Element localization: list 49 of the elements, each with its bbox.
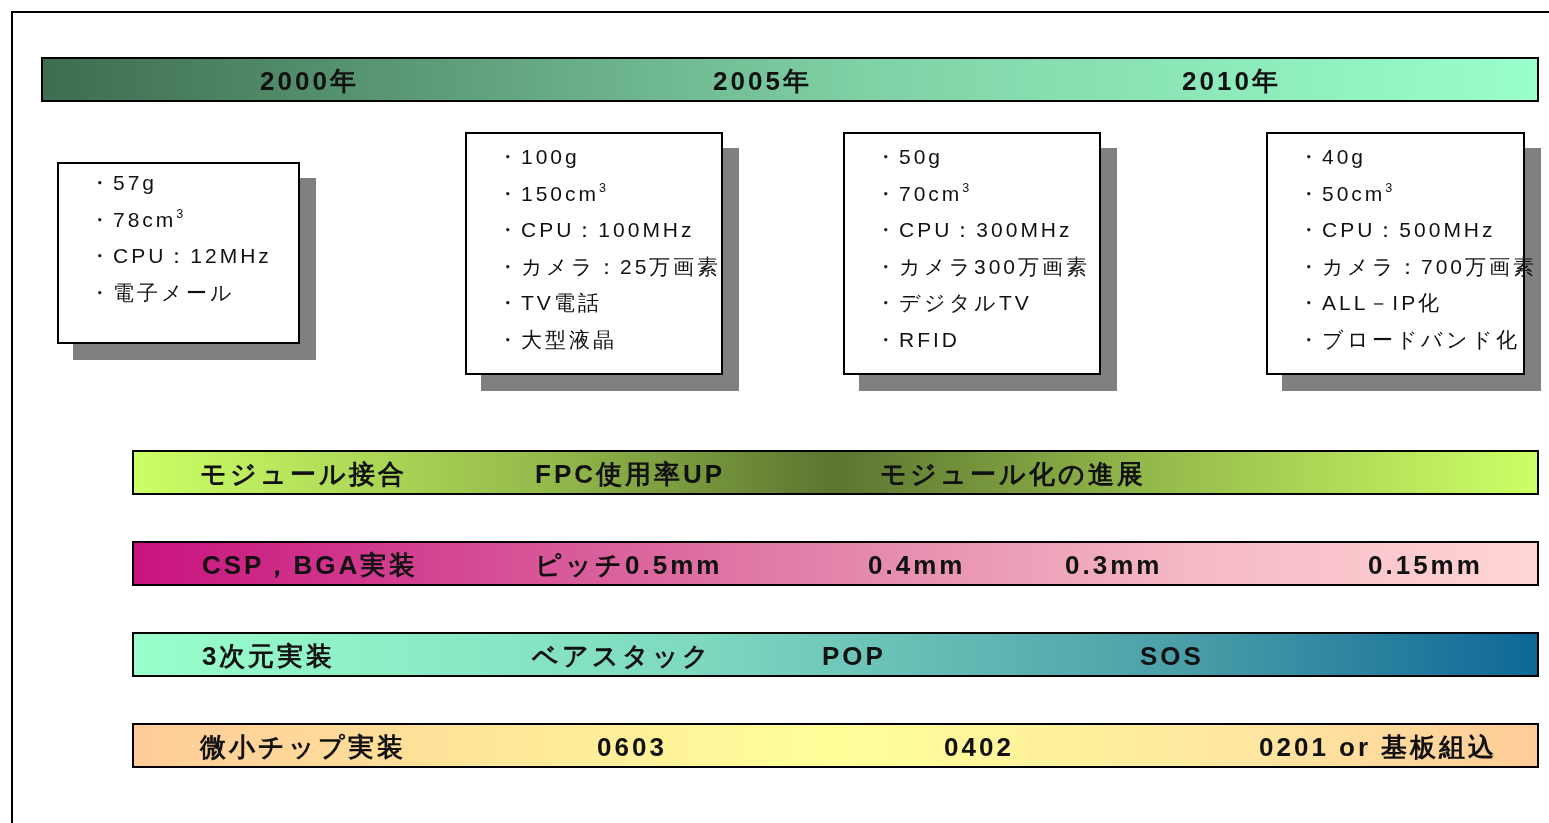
- spec-item: ・電子メール: [89, 281, 235, 303]
- spec-item: ・50cm$^{3}$: [1298, 182, 1396, 204]
- spec-item: ・ALL－IP化: [1298, 292, 1443, 313]
- band-label: 3次元実装: [202, 643, 336, 669]
- band-label: 0.15mm: [1368, 552, 1483, 578]
- band-label: 2005年: [713, 68, 812, 94]
- spec-item: ・カメラ：700万画素: [1298, 255, 1538, 277]
- band-label: CSP，BGA実装: [202, 552, 419, 578]
- band-label: POP: [822, 643, 886, 669]
- spec-item: ・CPU：300MHz: [875, 219, 1073, 240]
- spec-item: ・CPU：12MHz: [89, 245, 272, 266]
- timeline-band: [41, 57, 1539, 102]
- spec-item: ・CPU：500MHz: [1298, 219, 1496, 240]
- spec-item: ・57g: [89, 172, 158, 193]
- spec-item: ・50g: [875, 146, 944, 167]
- band-label: FPC使用率UP: [535, 461, 726, 487]
- band-label: ピッチ0.5mm: [535, 552, 723, 578]
- timeline-band: [132, 723, 1539, 768]
- band-label: モジュール化の進展: [880, 461, 1146, 487]
- spec-item: ・デジタルTV: [875, 292, 1032, 313]
- band-label: 0603: [597, 734, 667, 760]
- spec-item: ・ブロードバンド化: [1298, 328, 1520, 350]
- band-label: ベアスタック: [532, 643, 712, 669]
- band-label: 0201 or 基板組込: [1259, 734, 1498, 760]
- timeline-band: [132, 541, 1539, 586]
- spec-item: ・カメラ：25万画素: [497, 255, 722, 277]
- band-label: モジュール接合: [200, 461, 407, 487]
- spec-box: [57, 162, 300, 344]
- spec-item: ・カメラ300万画素: [875, 255, 1091, 277]
- band-label: SOS: [1140, 643, 1204, 669]
- band-label: 0.4mm: [868, 552, 966, 578]
- band-label: 0402: [944, 734, 1014, 760]
- spec-item: ・70cm$^{3}$: [875, 182, 973, 204]
- spec-box: [465, 132, 723, 375]
- spec-item: ・78cm$^{3}$: [89, 208, 187, 230]
- spec-item: ・100g: [497, 146, 580, 167]
- spec-item: ・150cm$^{3}$: [497, 182, 610, 204]
- band-label: 微小チップ実装: [200, 734, 406, 760]
- spec-item: ・TV電話: [497, 292, 602, 313]
- spec-item: ・大型液晶: [497, 328, 617, 350]
- spec-item: ・RFID: [875, 328, 960, 350]
- spec-item: ・40g: [1298, 146, 1367, 167]
- spec-box: [843, 132, 1101, 375]
- band-label: 2010年: [1182, 68, 1281, 94]
- timeline-band: [132, 632, 1539, 677]
- band-label: 0.3mm: [1065, 552, 1163, 578]
- band-label: 2000年: [260, 68, 359, 94]
- spec-item: ・CPU：100MHz: [497, 219, 695, 240]
- timeline-band: [132, 450, 1539, 495]
